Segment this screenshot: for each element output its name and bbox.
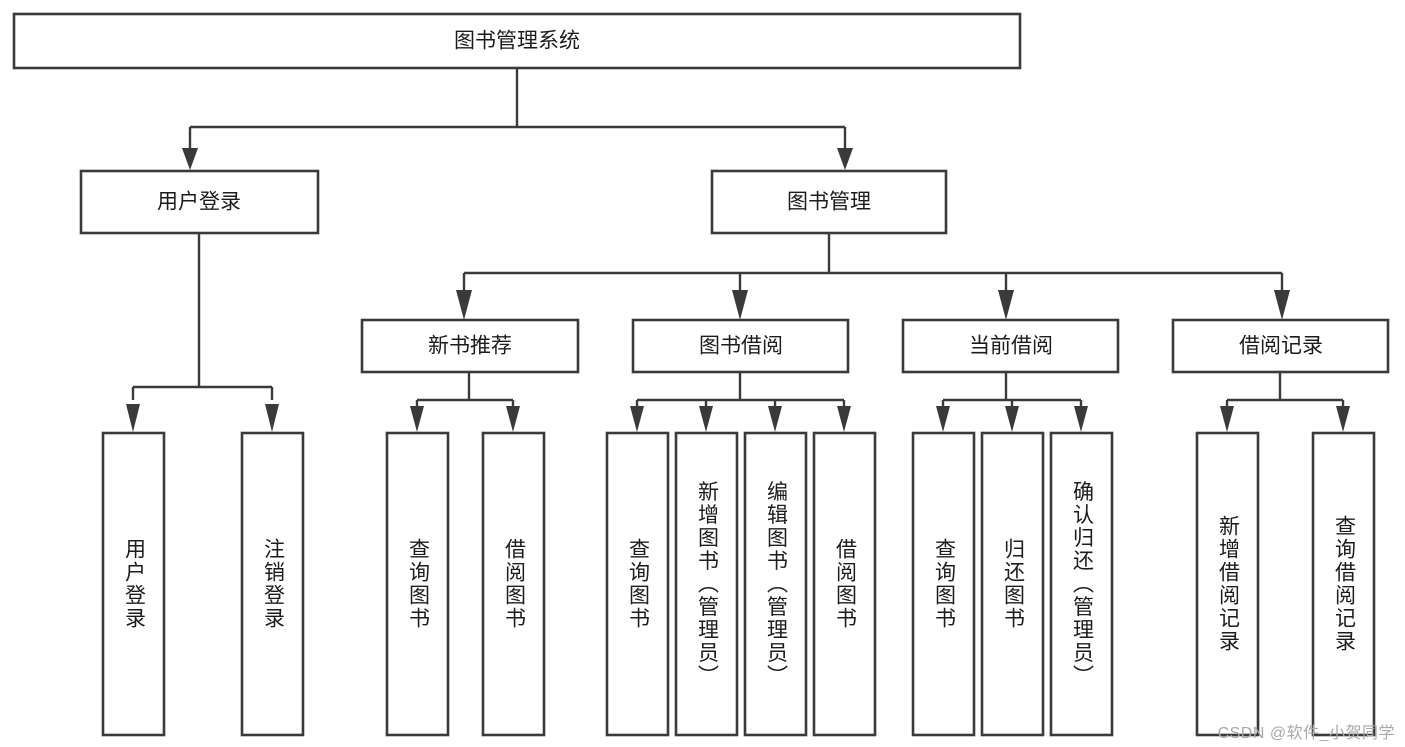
node-borrow-record[interactable]: 借阅记录 [1171,318,1390,374]
node-user-login-label: 用户登录 [157,191,241,214]
leaf-node-borrow-query-book[interactable]: 查询图书 [605,431,670,737]
connector-root-to-level2 [182,68,853,170]
leaf-node-logout-label: 注销登录 [261,538,285,630]
leaf-node-query-borrow-record[interactable]: 查询借阅记录 [1311,431,1376,737]
leaf-node-borrow-book-label: 借阅图书 [833,538,857,630]
node-current-borrow-label: 当前借阅 [969,335,1053,358]
leaf-node-return-book[interactable]: 归还图书 [980,431,1045,737]
node-book-borrow[interactable]: 图书借阅 [631,318,850,374]
connector-current-borrow-to-leaves [936,372,1088,432]
leaf-node-logout[interactable]: 注销登录 [240,431,305,737]
node-current-borrow[interactable]: 当前借阅 [901,318,1120,374]
node-book-borrow-label: 图书借阅 [699,335,783,358]
connector-level2-to-level3 [456,233,1290,320]
leaf-node-confirm-return-admin-label: 确认归还（管理员） [1070,481,1094,688]
leaf-node-edit-book-admin-label: 编辑图书（管理员） [764,481,788,688]
leaf-node-return-book-label: 归还图书 [1001,538,1025,630]
leaf-node-confirm-return-admin[interactable]: 确认归还（管理员） [1049,431,1114,737]
node-book-management[interactable]: 图书管理 [710,169,948,235]
leaf-node-current-query-book-label: 查询图书 [932,538,956,630]
leaf-node-borrow-book[interactable]: 借阅图书 [812,431,877,737]
connector-new-book-to-leaves [410,372,520,432]
node-new-book-recommend-label: 新书推荐 [428,335,512,358]
leaf-node-user-login[interactable]: 用户登录 [101,431,166,737]
leaf-node-edit-book-admin[interactable]: 编辑图书（管理员） [743,431,808,737]
node-borrow-record-label: 借阅记录 [1239,335,1323,358]
leaf-node-query-borrow-record-label: 查询借阅记录 [1332,515,1356,653]
leaf-node-new-book-borrow[interactable]: 借阅图书 [481,431,546,737]
connector-book-borrow-to-leaves [630,372,851,432]
leaf-node-current-query-book[interactable]: 查询图书 [911,431,976,737]
node-user-login[interactable]: 用户登录 [79,169,320,235]
leaf-node-add-borrow-record[interactable]: 新增借阅记录 [1195,431,1260,737]
leaf-node-user-login-label: 用户登录 [122,538,146,630]
leaf-node-borrow-query-book-label: 查询图书 [626,538,650,630]
leaf-node-new-book-query[interactable]: 查询图书 [385,431,450,737]
node-root-label: 图书管理系统 [454,30,580,53]
connector-user-login-to-leaves [126,234,279,432]
leaf-node-add-book-admin[interactable]: 新增图书（管理员） [674,431,739,737]
connector-borrow-record-to-leaves [1220,372,1350,432]
node-new-book-recommend[interactable]: 新书推荐 [360,318,580,374]
leaf-node-add-borrow-record-label: 新增借阅记录 [1216,515,1240,653]
node-root[interactable]: 图书管理系统 [12,12,1022,70]
leaf-node-add-book-admin-label: 新增图书（管理员） [695,481,719,688]
node-book-management-label: 图书管理 [787,191,871,214]
leaf-node-new-book-borrow-label: 借阅图书 [502,538,526,630]
leaf-node-new-book-query-label: 查询图书 [406,538,430,630]
